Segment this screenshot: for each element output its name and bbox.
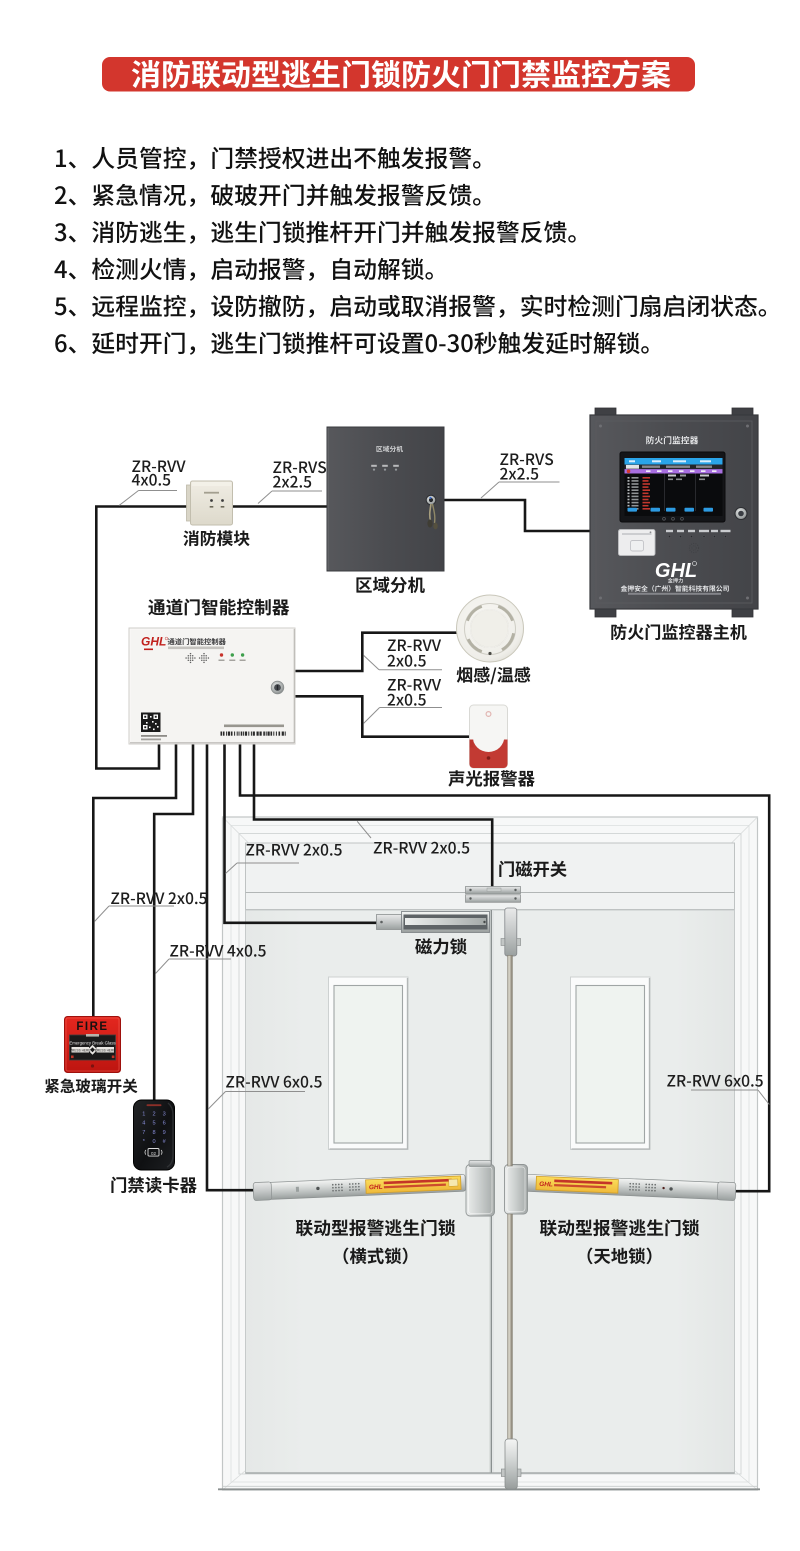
svg-text:2: 2 — [152, 1112, 155, 1118]
svg-text:GHL: GHL — [141, 635, 166, 649]
svg-text:9: 9 — [163, 1130, 166, 1136]
svg-text:GHL: GHL — [369, 1184, 383, 1192]
svg-text:7: 7 — [142, 1130, 145, 1136]
svg-text:Emergency Break Glass: Emergency Break Glass — [69, 1041, 115, 1046]
svg-text:GHL: GHL — [539, 1181, 553, 1189]
svg-text:GHL: GHL — [655, 560, 697, 582]
svg-text:3: 3 — [163, 1112, 166, 1118]
svg-text:PRESS HERE: PRESS HERE — [70, 1049, 91, 1053]
svg-text:02: 02 — [151, 1151, 157, 1156]
svg-text:FIRE: FIRE — [76, 1021, 108, 1033]
svg-text:*: * — [143, 1139, 146, 1145]
svg-text:1: 1 — [142, 1112, 145, 1118]
svg-text:PRESS HERE: PRESS HERE — [95, 1049, 116, 1053]
svg-text:5: 5 — [152, 1121, 155, 1127]
svg-text:8: 8 — [152, 1130, 155, 1136]
svg-text:#: # — [163, 1139, 167, 1145]
svg-text:6: 6 — [163, 1121, 166, 1127]
svg-text:4: 4 — [142, 1121, 145, 1127]
svg-text:0: 0 — [152, 1139, 155, 1145]
